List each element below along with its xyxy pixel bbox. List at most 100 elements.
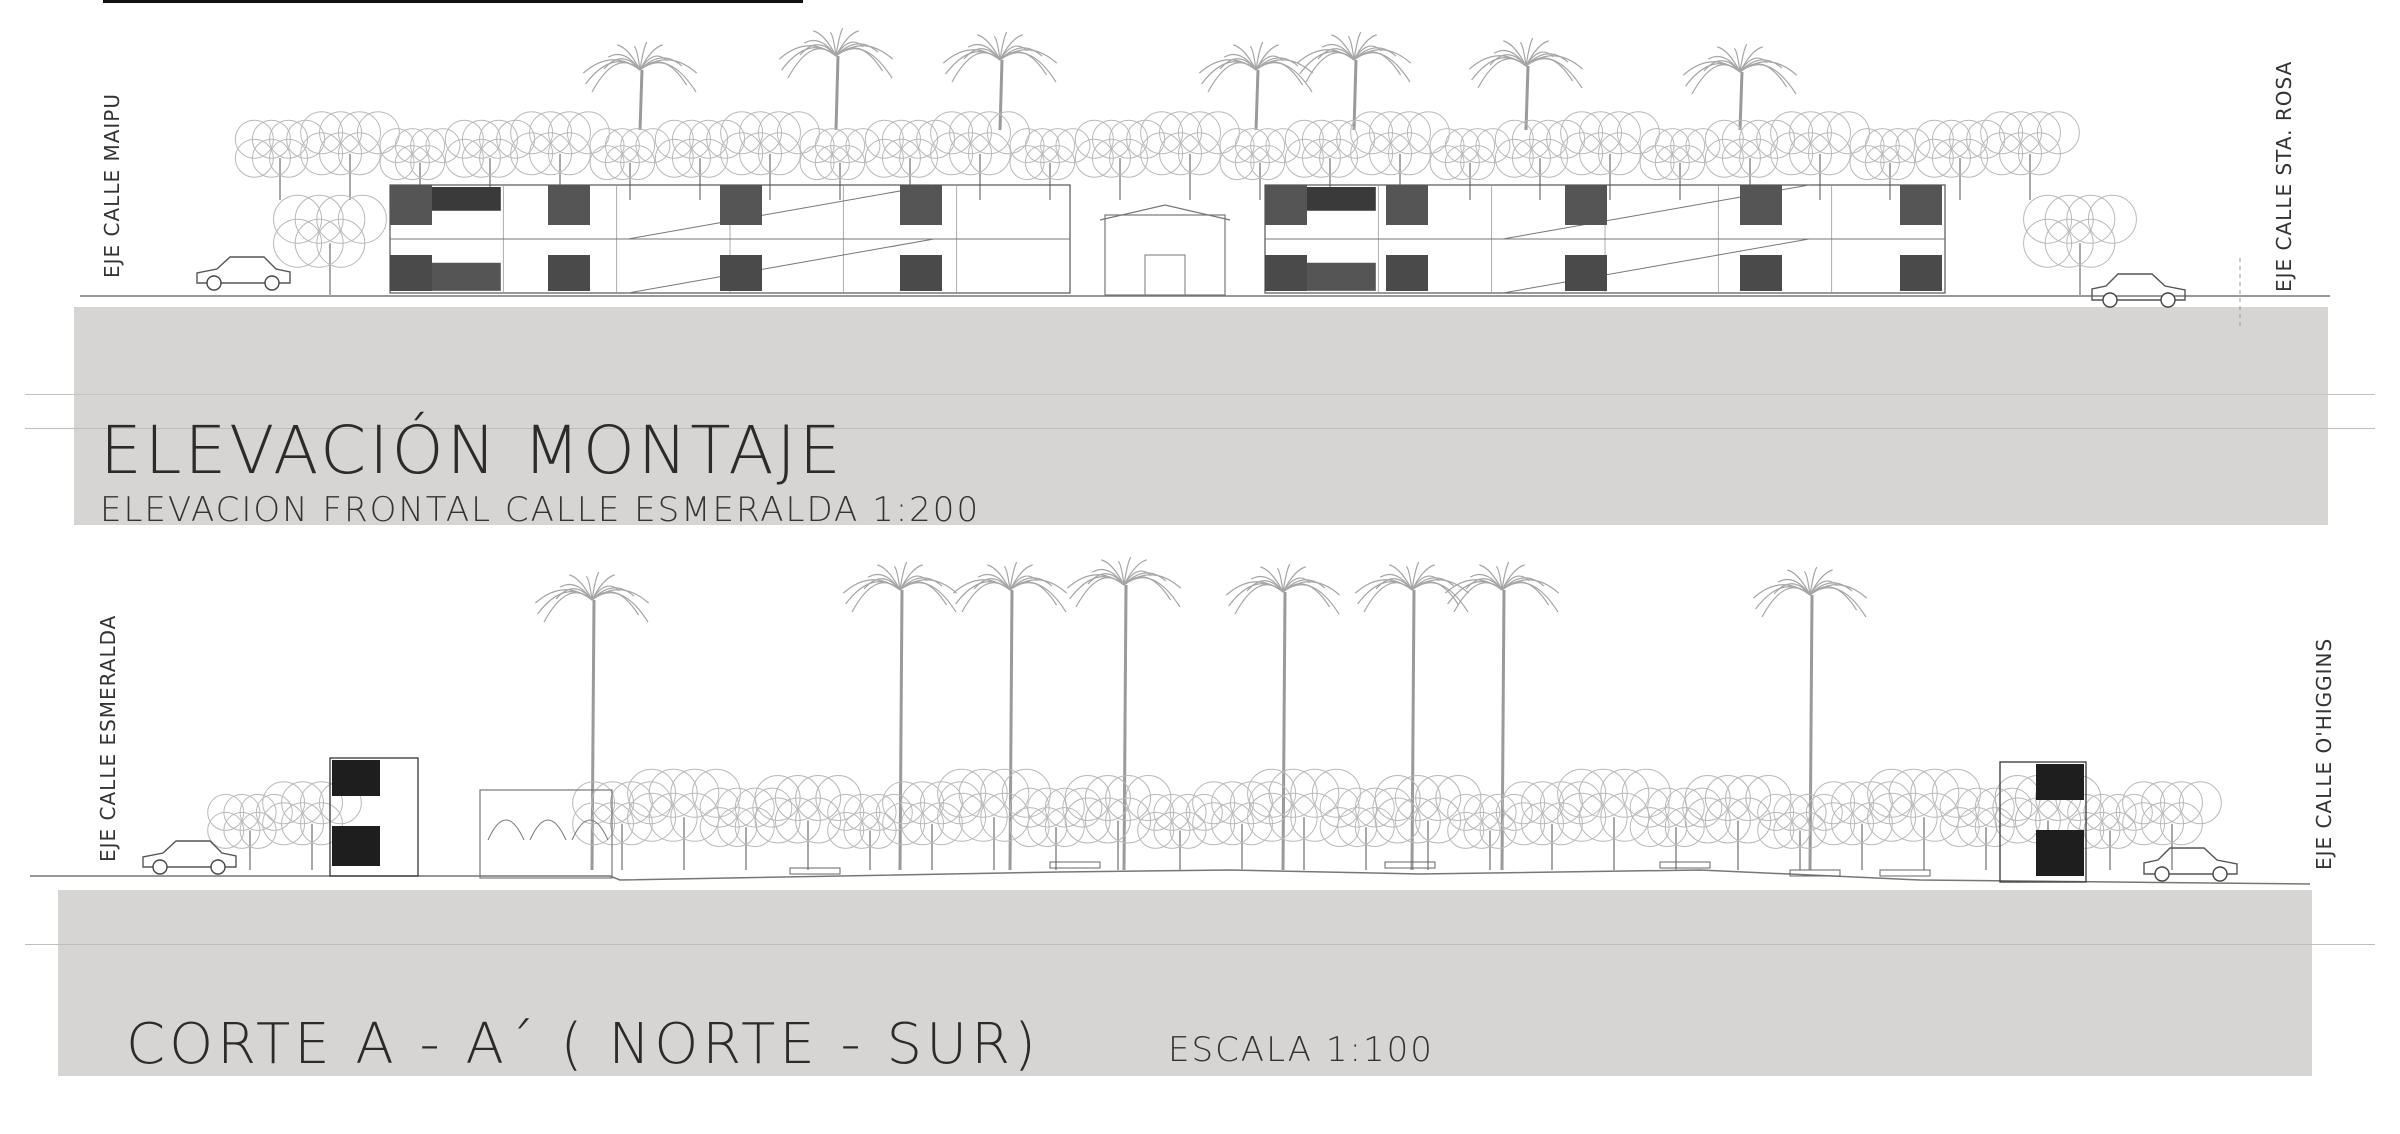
elevation-ground-band [74,307,2328,525]
palm-trunk [590,599,596,871]
tree-canopy [1684,775,1792,844]
tree-canopy [1867,768,1981,842]
palm-crown [1354,561,1470,613]
palm-crown [1444,561,1560,613]
tree-canopy [654,119,746,178]
solid-panel [1265,185,1307,225]
elevation-subtitle: ELEVACION FRONTAL CALLE ESMERALDA 1:200 [100,490,981,530]
tree-canopy [589,128,671,181]
solid-panel [1900,255,1942,291]
tree-canopy [1374,775,1482,844]
palm-crown [1066,556,1182,608]
arcade [479,789,613,879]
arch [487,819,525,841]
tree-canopy [1247,768,1361,842]
tree-canopy [720,111,820,176]
tree-canopy [2122,781,2222,846]
arch [529,819,567,841]
palm-crown [1225,563,1341,615]
tree-canopy [1560,111,1660,176]
section-title: CORTE A - A´ ( NORTE - SUR) [126,1012,1040,1077]
tree-canopy [930,111,1030,176]
axis-label-sta-rosa: EJE CALLE STA. ROSA [2272,60,2296,292]
bench [1879,869,1931,877]
gazebo-stand [1144,254,1186,296]
tree-canopy [754,775,862,844]
palm-crown [952,561,1068,613]
palm-trunk [1524,65,1530,131]
tree-canopy [1557,768,1671,842]
palm-crown [1682,43,1798,95]
tree-canopy [937,768,1051,842]
bench [1049,861,1101,869]
tree-canopy [1849,128,1931,181]
tree-canopy [1447,793,1533,849]
elevation-title: ELEVACIÓN MONTAJE [100,412,844,489]
palm-trunk [1281,591,1287,871]
solid-panel [900,255,942,291]
solid-panel [1900,185,1942,225]
tree-canopy [1064,775,1172,844]
tree-canopy [1140,111,1240,176]
tree-canopy [799,128,881,181]
bench [1789,869,1841,877]
tree-canopy [444,119,536,178]
tree-canopy [1009,128,1091,181]
palm-trunk [1254,69,1260,131]
terrain-line [30,869,2311,885]
tree-canopy [1284,119,1376,178]
tree-canopy [1009,787,1103,848]
palm-crown [1468,37,1584,89]
tree-canopy [273,194,387,268]
palm-crown [1198,41,1314,93]
tree-canopy [1137,793,1223,849]
arch [571,819,609,841]
tower-frame [329,757,419,877]
tree-canopy [1770,111,1870,176]
solid-panel [1740,185,1782,225]
solid-panel [548,185,590,225]
tree-canopy [1429,128,1511,181]
axis-label-esmeralda: EJE CALLE ESMERALDA [96,614,120,862]
palm-trunk [1122,584,1128,871]
tree-canopy [1639,128,1721,181]
guide-line [25,944,2375,945]
bench [789,867,841,875]
palm-trunk [1738,71,1744,131]
solid-panel [1565,255,1607,291]
tree-canopy [864,119,956,178]
solid-panel [720,255,762,291]
solid-panel [720,185,762,225]
palm-crown [1296,31,1412,83]
tree-canopy [262,781,362,846]
palm-crown [942,31,1058,83]
tree-canopy [207,793,293,849]
section-scale: ESCALA 1:100 [1168,1030,1434,1070]
tree-canopy [627,768,741,842]
tree-canopy [2067,793,2153,849]
solid-panel [1565,185,1607,225]
tree-canopy [1757,793,1843,849]
tree-canopy [827,793,913,849]
tower-panel [2036,830,2084,876]
palm-trunk [638,69,644,131]
palm-crown [582,41,698,93]
car-icon [142,840,237,875]
tree-canopy [1914,119,2006,178]
palm-trunk [998,59,1004,131]
palm-trunk [1352,59,1358,131]
stair-line [1502,238,1810,294]
solid-panel [900,185,942,225]
tree-canopy [1350,111,1450,176]
solid-panel [548,255,590,291]
solid-panel [1265,255,1307,291]
axis-label-maipu: EJE CALLE MAIPU [100,93,124,278]
tree-canopy [1980,111,2080,176]
tree-canopy [2023,194,2137,268]
tree-canopy [1074,119,1166,178]
car-icon [196,256,291,291]
bench [1384,861,1436,869]
stair-line [627,184,935,240]
tower-panel [332,760,380,796]
